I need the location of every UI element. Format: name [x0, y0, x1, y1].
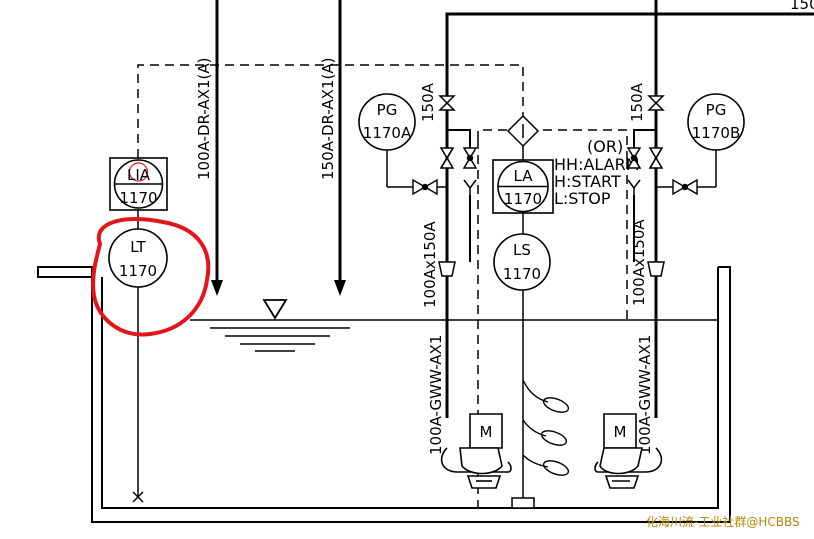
discharge-header: [445, 0, 814, 418]
water-level: [190, 319, 718, 352]
pg-a-number: 1170A: [363, 124, 412, 142]
reducer-right-label: 100Ax150A: [630, 219, 648, 306]
pump-left-motor: M: [480, 423, 493, 441]
level-probe-end: [132, 491, 144, 503]
gate-valve-left-icon: [438, 95, 456, 111]
pump-right[interactable]: M: [594, 413, 663, 489]
reducer-left-icon: [438, 261, 456, 277]
alarm-l: L:STOP: [554, 189, 611, 208]
la-1170-instrument[interactable]: LA 1170: [492, 159, 554, 214]
alarm-or: (OR): [587, 137, 623, 156]
lia-code: LIA: [127, 166, 151, 184]
la-number: 1170: [504, 190, 542, 208]
discharge-left-label: 150A: [419, 82, 437, 122]
lia-1170-instrument[interactable]: LIA 1170: [109, 157, 168, 211]
drain-pipe-left: [211, 0, 223, 296]
alarm-notes: (OR) HH:ALARM H:START L:STOP: [554, 137, 640, 208]
lt-number: 1170: [119, 262, 157, 280]
ls-1170-instrument[interactable]: LS 1170: [493, 233, 551, 291]
pg-1170b-instrument[interactable]: PG 1170B: [656, 93, 745, 188]
ls-number: 1170: [503, 265, 541, 283]
drain-left-label: 100A-DR-AX1(A): [195, 58, 213, 180]
watermark: 化海川流-工业社群@HCBBS: [646, 514, 800, 529]
check-valve-left-icon: [439, 147, 478, 169]
pg-a-valve-icon: [412, 178, 438, 196]
riser-left: [447, 129, 471, 262]
float-switch-base: [511, 497, 535, 509]
alarm-hh: HH:ALARM: [554, 155, 640, 174]
lia-number: 1170: [119, 189, 157, 207]
signal-lines-solid: [137, 146, 524, 498]
water-level-triangle: [262, 299, 288, 320]
drain-pipe-right: [334, 0, 346, 296]
pump-right-motor: M: [614, 423, 627, 441]
pump-left-pipe-label: 100A-GWW-AX1: [427, 335, 445, 455]
ls-code: LS: [513, 241, 531, 259]
float-switch: [522, 379, 570, 476]
pg-b-number: 1170B: [692, 124, 740, 142]
reducer-left-label: 100Ax150A: [421, 221, 439, 308]
pg-b-valve-icon: [672, 178, 698, 196]
reducer-right-icon: [647, 261, 665, 277]
lt-code: LT: [130, 238, 146, 256]
y-strainer-left-icon: [463, 179, 477, 197]
interlock-diamond: [506, 114, 540, 148]
top-right-label: 150: [790, 0, 814, 13]
y-strainer-right-icon: [627, 179, 641, 197]
highlight-circle: [91, 217, 211, 337]
pg-b-code: PG: [706, 101, 727, 119]
discharge-right-label: 150A: [628, 82, 646, 122]
gate-valve-right-icon: [647, 95, 665, 111]
pump-left[interactable]: M: [440, 413, 512, 489]
drain-right-label: 150A-DR-AX1(A): [319, 58, 337, 180]
la-code: LA: [514, 167, 534, 185]
pg-1170a-instrument[interactable]: PG 1170A: [358, 93, 447, 188]
pump-right-pipe-label: 100A-GWW-AX1: [636, 335, 654, 455]
alarm-h: H:START: [554, 172, 621, 191]
check-valve-right-icon: [626, 147, 664, 169]
lt-1170-instrument[interactable]: LT 1170: [108, 228, 168, 288]
riser-right: [633, 129, 656, 262]
pg-a-code: PG: [377, 101, 398, 119]
